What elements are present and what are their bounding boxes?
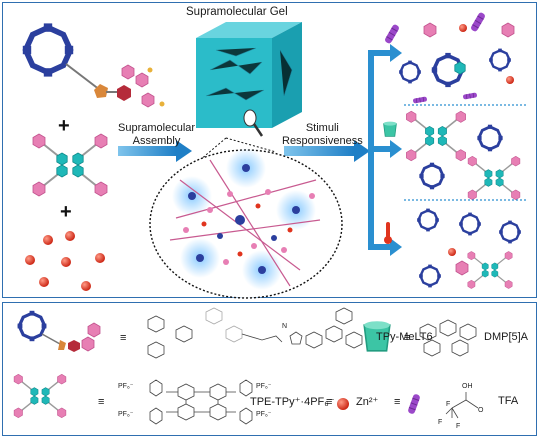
assembly-label-line1: Supramolecular	[118, 122, 196, 134]
oh-label: OH	[462, 383, 473, 390]
plus-sign: +	[58, 115, 70, 137]
legend-zinc-icon	[337, 398, 349, 410]
tfa-structure	[445, 392, 479, 419]
legend-zn-name: Zn²⁺	[356, 396, 379, 408]
pf6-label: PF₆⁻	[118, 411, 134, 418]
legend-dmp-name: DMP[5]A	[484, 331, 529, 343]
tpy-structure	[147, 307, 363, 359]
zinc-ions	[25, 231, 105, 291]
response-tfa	[383, 11, 515, 104]
response-dmp	[383, 111, 520, 200]
pf6-label: PF₆⁻	[256, 411, 272, 418]
f-label: F	[438, 419, 442, 426]
zoom-network	[149, 137, 343, 299]
legend-tpe-name: TPE-TPy⁺·4PF₆⁻	[250, 396, 335, 408]
gel-cube	[196, 22, 302, 137]
response-heat	[384, 207, 522, 289]
tpy-melt6-molecule	[23, 23, 165, 108]
equiv-sign: ≡	[404, 332, 411, 344]
stimuli-label-line2: Responsiveness	[282, 135, 363, 147]
o-label: O	[478, 407, 484, 414]
legend-tfa-icon	[406, 392, 422, 416]
assembly-label: Supramolecular Assembly	[118, 122, 195, 148]
tpe-structure	[149, 379, 253, 425]
assembly-label-line2: Assembly	[132, 135, 181, 147]
pf6-label: PF₆⁻	[118, 383, 134, 390]
f-label: F	[446, 401, 450, 408]
dmp-structure	[419, 319, 477, 357]
legend-panel-frame	[2, 302, 537, 436]
legend-tfa-name: TFA	[498, 395, 519, 407]
pf6-label: PF₆⁻	[256, 383, 272, 390]
plus-sign: +	[60, 201, 72, 223]
equiv-sign: ≡	[326, 396, 333, 408]
branch-arrows	[368, 44, 402, 256]
legend-tpy-icon	[16, 309, 101, 352]
stimuli-label: Stimuli Responsiveness	[282, 122, 363, 148]
equiv-sign: ≡	[120, 332, 127, 344]
top-panel-frame	[2, 2, 537, 298]
stimuli-label-line1: Stimuli	[305, 122, 339, 134]
f-label: F	[456, 423, 460, 430]
stimuli-arrow	[284, 140, 370, 162]
n-label: N	[282, 323, 287, 330]
legend-tpy-name: TPy-MeLT6	[376, 331, 433, 343]
tpe-tpy-molecule	[33, 134, 107, 196]
equiv-sign: ≡	[98, 396, 105, 408]
equiv-sign: ≡	[394, 396, 401, 408]
legend-tpe-icon	[14, 374, 66, 417]
gel-title: Supramolecular Gel	[186, 6, 288, 18]
assembly-arrow	[118, 140, 192, 162]
